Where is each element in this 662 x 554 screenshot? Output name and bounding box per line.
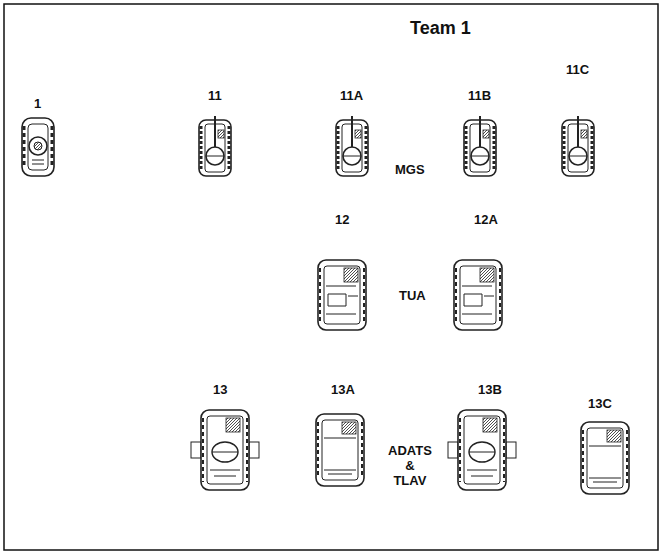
tua-vehicle <box>454 260 502 330</box>
mgs-vehicle <box>336 116 368 176</box>
callout-number: 1 <box>34 97 41 112</box>
callout-number: 11 <box>208 89 222 104</box>
callout-number: 11C <box>566 63 589 78</box>
mgs-vehicle <box>199 116 231 176</box>
callout-number: 13A <box>331 383 355 398</box>
callout-number: 11A <box>340 89 363 104</box>
callout-number: 13 <box>213 383 227 398</box>
tlav-vehicle <box>581 422 629 494</box>
group-label: ADATS & TLAV <box>388 444 432 489</box>
callout-number: 13C <box>588 397 612 412</box>
mgs-vehicle <box>464 116 496 176</box>
tua-vehicle <box>318 260 366 330</box>
diagram-title: Team 1 <box>410 18 471 39</box>
callout-number: 12A <box>474 213 498 228</box>
tlav-vehicle <box>316 414 364 486</box>
frame-border <box>4 4 658 550</box>
command-vehicle <box>22 118 54 176</box>
callout-number: 12 <box>335 213 349 228</box>
callout-number: 13B <box>478 383 502 398</box>
mgs-vehicle <box>562 116 594 176</box>
group-label: TUA <box>399 289 426 304</box>
callout-number: 11B <box>468 89 491 104</box>
adats-vehicle <box>448 410 516 490</box>
group-label: MGS <box>395 163 425 178</box>
adats-vehicle <box>191 410 259 490</box>
